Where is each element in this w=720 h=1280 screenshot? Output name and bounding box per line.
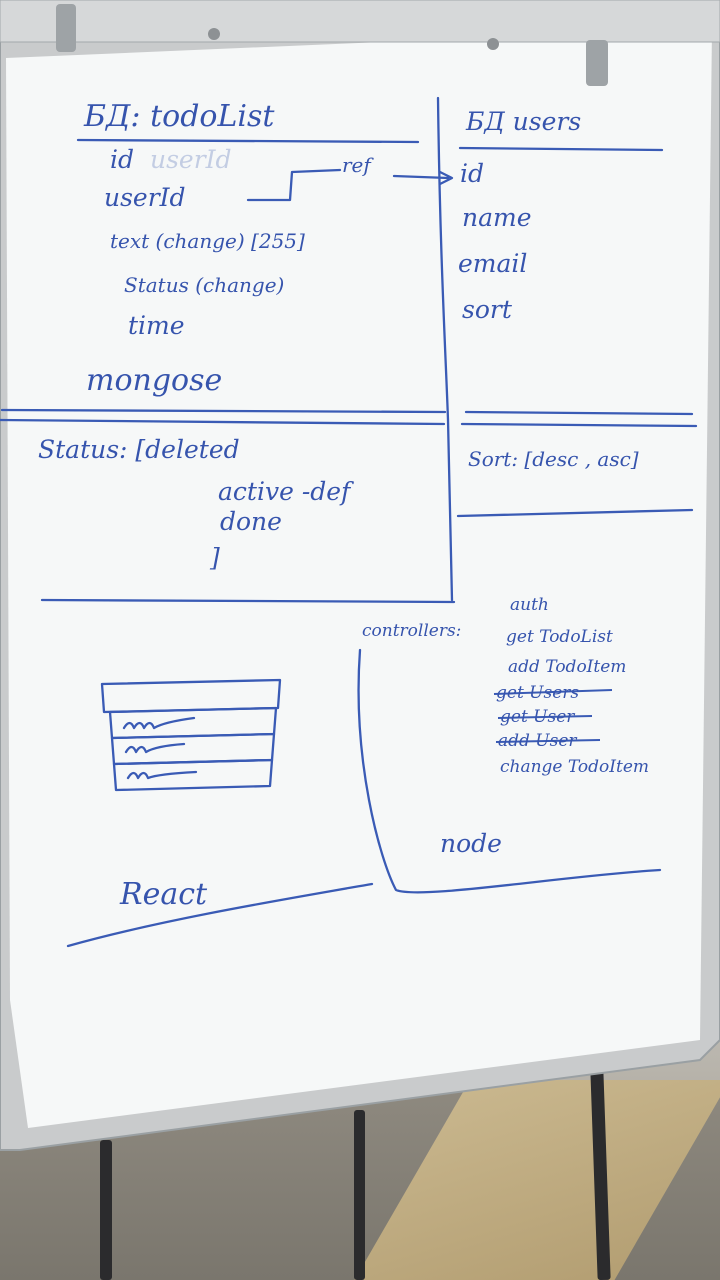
- todo-table-title: БД: todoList: [83, 99, 275, 134]
- controller-5: add User: [498, 731, 577, 751]
- todo-field-4: time: [128, 311, 185, 340]
- users-field-0: id: [460, 159, 484, 188]
- todo-footer: mongose: [86, 363, 222, 398]
- backend-label: node: [440, 829, 502, 858]
- easel-leg-center: [354, 1110, 365, 1280]
- easel-leg-left: [100, 1140, 112, 1280]
- users-table-title: БД users: [465, 107, 581, 136]
- controller-6: change TodoItem: [500, 757, 649, 777]
- ref-label: ref: [342, 153, 374, 177]
- status-enum-value-0: active -def: [218, 477, 354, 506]
- sort-enum: Sort: [desc , asc]: [468, 447, 639, 471]
- todo-field-0: id: [110, 145, 134, 174]
- users-field-3: sort: [462, 295, 513, 324]
- controller-4: get User: [500, 707, 575, 727]
- todo-field-2: text (change) [255]: [110, 229, 305, 253]
- todo-field-1: userId: [104, 183, 186, 212]
- users-field-1: name: [462, 203, 532, 232]
- todo-field-3: Status (change): [124, 273, 284, 297]
- controllers-label: controllers:: [362, 621, 461, 641]
- users-field-2: email: [458, 249, 527, 278]
- controller-0: auth: [510, 595, 549, 615]
- controller-1: get TodoList: [506, 627, 613, 647]
- status-enum-value-1: done: [220, 507, 282, 536]
- frontend-label: React: [119, 877, 208, 912]
- controller-2: add TodoItem: [508, 657, 626, 677]
- controller-3: get Users: [496, 683, 579, 703]
- status-enum-label: Status: [deleted: [38, 435, 240, 464]
- status-enum-close: ]: [209, 543, 220, 572]
